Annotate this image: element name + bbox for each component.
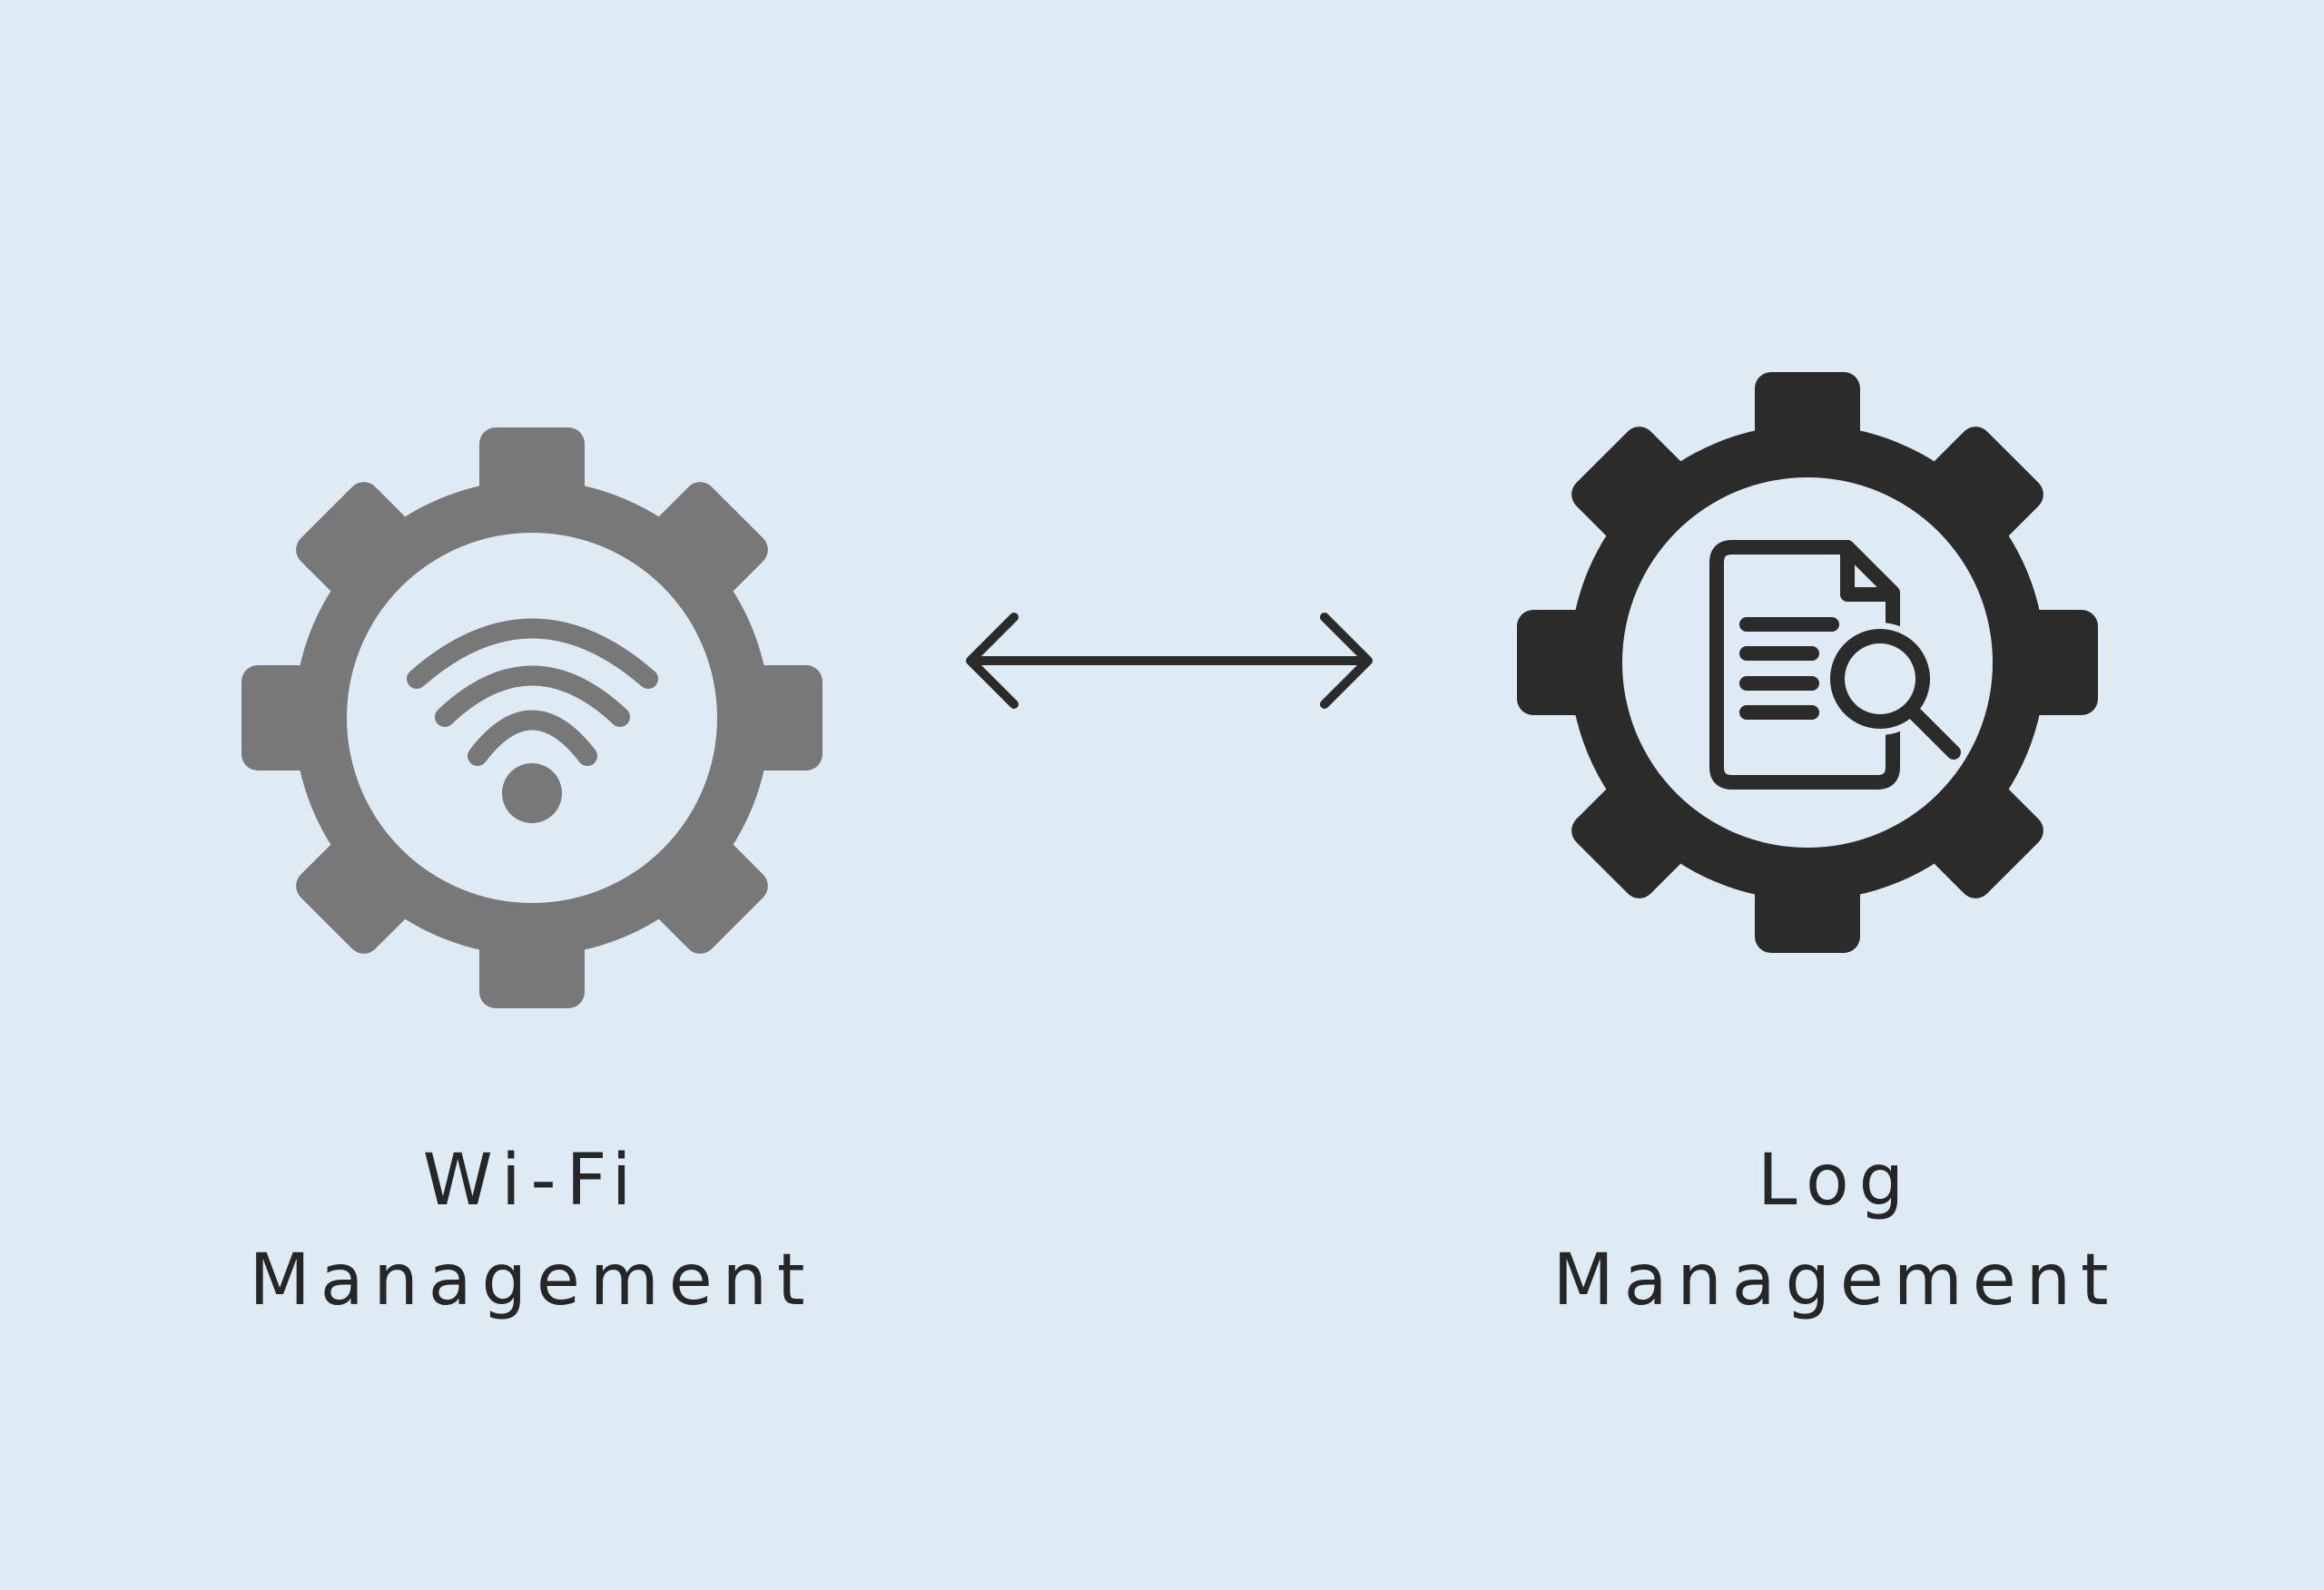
document-search-icon (1709, 540, 1961, 790)
bidirectional-arrow (966, 613, 1373, 709)
wifi-label-line1: Wi-Fi (422, 1140, 642, 1222)
log-management-label: Log Management (1472, 1131, 2199, 1330)
log-label-line2: Management (1552, 1240, 2119, 1321)
gear-hole (1622, 477, 1993, 848)
wifi-management-label: Wi-Fi Management (169, 1131, 895, 1330)
wifi-icon (407, 618, 658, 823)
log-gear-icon (1517, 372, 2098, 953)
log-label-line1: Log (1757, 1140, 1915, 1222)
wifi-label-line2: Management (249, 1240, 815, 1321)
